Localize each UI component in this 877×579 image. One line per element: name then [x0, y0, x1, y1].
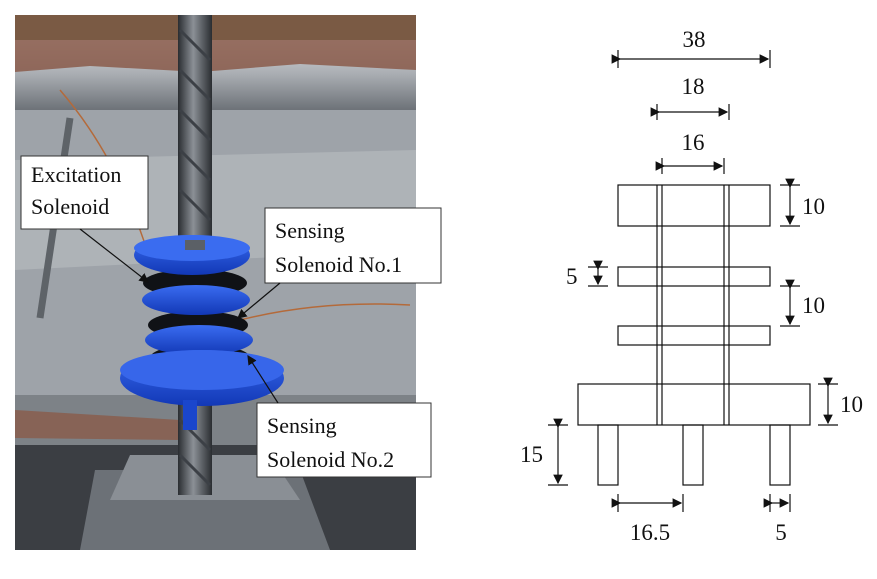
sensing1-label-line2: Solenoid No.1: [275, 252, 402, 277]
sensing2-label-line2: Solenoid No.2: [267, 447, 394, 472]
excitation-label-line1: Excitation: [31, 162, 121, 187]
flange-thin: [145, 325, 253, 355]
dim-mid-width: 18: [682, 74, 705, 99]
dim-total-width: 38: [683, 27, 706, 52]
leg-2: [682, 424, 704, 486]
bobbin-leg: [183, 400, 197, 430]
flange-base-face: [120, 350, 284, 390]
thin-flange-2: [617, 325, 771, 346]
photo: [15, 15, 416, 550]
dimension-values: 38 18 16 10 5 10 10 15 16.5 5: [520, 27, 863, 545]
label-sensing-2: Sensing Solenoid No.2: [256, 402, 432, 478]
leg-3: [769, 424, 791, 486]
dim-thin-flange-height: 5: [566, 264, 578, 289]
leader-arrow-excitation: [79, 228, 149, 283]
rust-lower: [15, 410, 180, 440]
sensing2-label-line1: Sensing: [267, 413, 337, 438]
dim-leg-width: 5: [775, 520, 787, 545]
base-flange: [577, 383, 811, 426]
leader-arrow-sensing2: [247, 354, 279, 404]
dimension-lines: [548, 50, 838, 512]
leg-1: [597, 424, 619, 486]
dim-coil-gap: 10: [802, 293, 825, 318]
bobbin: [120, 235, 284, 430]
thin-flange-1: [617, 266, 771, 287]
leader-arrow-sensing1: [237, 282, 281, 319]
top-flange: [617, 184, 771, 227]
copper-wire: [239, 303, 411, 321]
flange-thin: [142, 285, 250, 315]
rust-band: [15, 40, 416, 72]
cable-core: [185, 240, 205, 250]
dim-base-height: 10: [840, 392, 863, 417]
label-sensing-1: Sensing Solenoid No.1: [264, 207, 442, 284]
dim-leg-height: 15: [520, 442, 543, 467]
drawing: [577, 184, 811, 486]
sensing1-label-line1: Sensing: [275, 218, 345, 243]
label-excitation: Excitation Solenoid: [20, 155, 149, 230]
cable-strands: [178, 28, 212, 487]
dim-inner-width: 16: [682, 130, 705, 155]
dim-leg-pitch: 16.5: [630, 520, 670, 545]
dim-top-flange-height: 10: [802, 194, 825, 219]
excitation-label-line2: Solenoid: [31, 194, 109, 219]
